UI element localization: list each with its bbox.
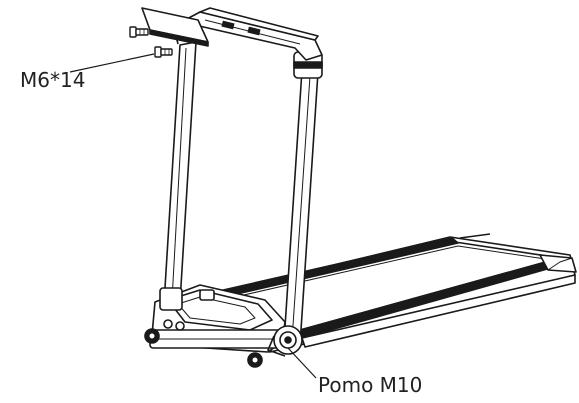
motor-housing <box>144 284 286 368</box>
console-panel <box>141 7 209 47</box>
leader-lines <box>69 53 317 379</box>
knob-callout-label: Pomo M10 <box>318 373 423 397</box>
bolt-icon <box>129 26 173 58</box>
left-upright-post <box>159 41 197 311</box>
knob-leader-line <box>287 347 317 379</box>
bolt-leader-line <box>69 53 155 73</box>
handlebar-top <box>184 7 323 61</box>
bolt-callout-label: M6*14 <box>20 68 86 92</box>
knob-icon <box>266 325 303 357</box>
